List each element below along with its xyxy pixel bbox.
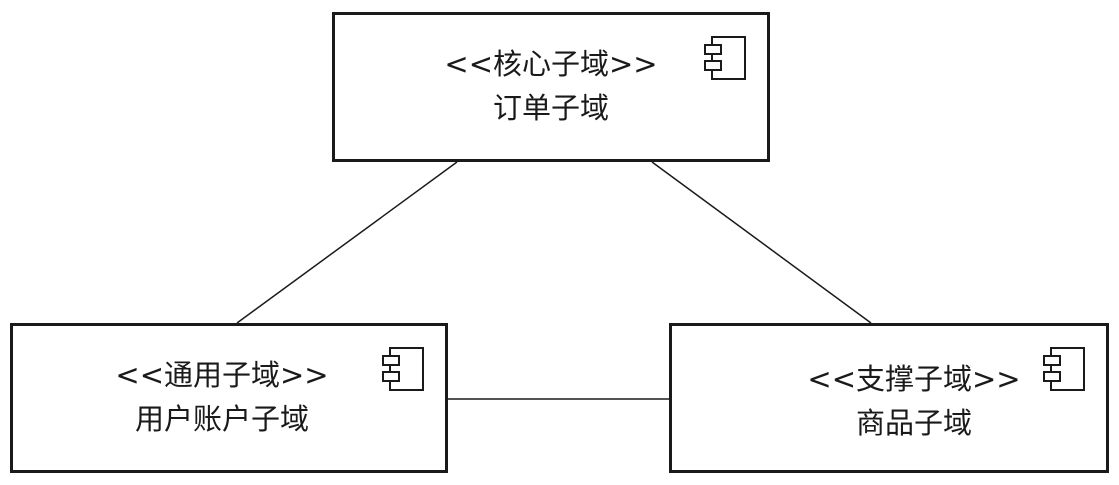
component-label: <<支撑子域>> 商品子域 bbox=[672, 357, 1106, 445]
component-stereotype: <<核心子域>> bbox=[444, 47, 658, 81]
generic-subdomain-component[interactable]: <<通用子域>> 用户账户子域 bbox=[10, 323, 448, 473]
component-name: 订单子域 bbox=[492, 91, 609, 125]
uml-component-icon bbox=[704, 36, 746, 80]
connector-core-support bbox=[651, 161, 872, 324]
component-label: <<核心子域>> 订单子域 bbox=[335, 42, 767, 130]
component-name: 用户账户子域 bbox=[134, 402, 309, 436]
component-stereotype: <<支撑子域>> bbox=[807, 362, 1021, 396]
component-stereotype: <<通用子域>> bbox=[115, 358, 329, 392]
component-label: <<通用子域>> 用户账户子域 bbox=[13, 353, 445, 441]
uml-component-icon bbox=[382, 347, 424, 391]
supporting-subdomain-component[interactable]: <<支撑子域>> 商品子域 bbox=[669, 323, 1109, 473]
uml-component-icon bbox=[1043, 347, 1085, 391]
connector-core-generic bbox=[236, 161, 458, 324]
component-name: 商品子域 bbox=[855, 406, 972, 440]
core-subdomain-component[interactable]: <<核心子域>> 订单子域 bbox=[332, 12, 770, 162]
